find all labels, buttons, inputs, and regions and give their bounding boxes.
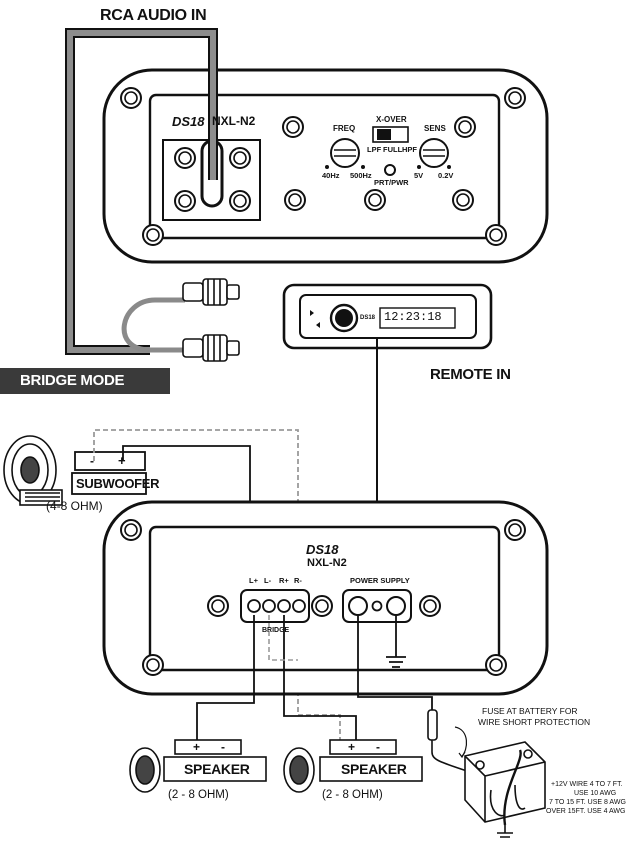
xover-label: X-OVER	[376, 115, 407, 124]
speaker-ohm-label: (2 - 8 OHM)	[322, 789, 383, 801]
screw-icon	[485, 654, 507, 676]
terminal-label: L-	[264, 576, 272, 585]
subwoofer-label: SUBWOOFER	[76, 476, 160, 491]
bridge-mode-banner	[0, 368, 170, 394]
wire-note: USE 10 AWG	[574, 790, 617, 797]
terminal-label: R+	[279, 576, 289, 585]
screw-icon	[142, 654, 164, 676]
rca-jack-icon	[174, 147, 196, 169]
screw-icon	[120, 519, 142, 541]
xover-switch-icon	[372, 126, 409, 143]
freq-label: FREQ	[333, 124, 356, 133]
amplifier-icon-top	[102, 68, 549, 264]
screw-icon	[282, 116, 304, 138]
screw-icon	[419, 595, 441, 617]
rca-jack-icon	[174, 190, 196, 212]
battery-icon	[464, 741, 546, 838]
subwoofer-label-box	[71, 472, 147, 495]
head-unit-brand: DS18	[360, 315, 376, 321]
fuse-note: FUSE AT BATTERY FOR	[482, 706, 578, 716]
screw-icon	[284, 189, 306, 211]
sens-label: SENS	[424, 124, 446, 133]
remote-in-label: REMOTE IN	[430, 366, 511, 383]
xover-hpf-label: HPF	[402, 145, 417, 154]
speaker-icon	[283, 739, 423, 793]
head-unit-icon	[282, 283, 493, 350]
brand-logo-bottom: DS18	[306, 542, 339, 557]
terminal-label: L+	[249, 576, 258, 585]
screw-icon	[207, 595, 229, 617]
screw-icon	[485, 224, 507, 246]
brand-logo: DS18	[172, 114, 205, 129]
subwoofer-plus-label: +	[118, 453, 126, 468]
prt-pwr-label: PRT/PWR	[374, 178, 409, 187]
screw-icon	[504, 519, 526, 541]
speaker-minus-label: -	[376, 740, 380, 754]
screw-icon	[364, 189, 386, 211]
screw-icon	[452, 189, 474, 211]
sens-min-label: 5V	[414, 171, 424, 180]
rca-audio-in-label: RCA AUDIO IN	[100, 7, 207, 24]
screw-icon	[142, 224, 164, 246]
freq-min-label: 40Hz	[322, 171, 340, 180]
freq-knob-icon	[325, 138, 365, 169]
terminal-label: R-	[294, 576, 302, 585]
wire-note: +12V WIRE 4 TO 7 FT.	[551, 781, 623, 788]
model-label-bottom: NXL-N2	[307, 557, 347, 569]
sens-max-label: 0.2V	[438, 171, 454, 180]
xover-lpf-label: LPF	[367, 145, 382, 154]
power-supply-label: POWER SUPPLY	[350, 576, 410, 585]
rca-cable	[65, 28, 218, 355]
bridge-mode-label: BRIDGE MODE	[20, 372, 125, 389]
speaker-label: SPEAKER	[184, 761, 250, 777]
rca-jack-icon	[229, 147, 251, 169]
rca-jack-icon	[229, 190, 251, 212]
subwoofer-minus-label: -	[90, 454, 94, 468]
subwoofer-icon	[3, 435, 63, 506]
speaker-plus-label: +	[193, 740, 201, 754]
ground-icon	[386, 615, 406, 668]
wire-note: OVER 15FT. USE 4 AWG	[546, 808, 626, 815]
fuse-icon	[427, 709, 471, 773]
model-label: NXL-N2	[212, 114, 256, 128]
xover-full-label: FULL	[383, 145, 403, 154]
speaker-plus-label: +	[348, 740, 356, 754]
wire-note: 7 TO 15 FT. USE 8 AWG	[549, 799, 626, 806]
screw-icon	[454, 116, 476, 138]
subwoofer-ohm-label: (4-8 OHM)	[46, 499, 103, 513]
fuse-note: WIRE SHORT PROTECTION	[478, 717, 591, 727]
sens-knob-icon	[417, 138, 451, 169]
speaker-ohm-label: (2 - 8 OHM)	[168, 789, 229, 801]
subwoofer-terminal-icon	[74, 451, 146, 471]
screw-icon	[311, 595, 333, 617]
speaker-label: SPEAKER	[341, 761, 407, 777]
screw-icon	[120, 87, 142, 109]
speaker-icon	[129, 739, 267, 793]
freq-max-label: 500Hz	[350, 171, 372, 180]
amplifier-icon-bottom	[102, 500, 549, 696]
bridge-label: BRIDGE	[262, 627, 290, 634]
prt-pwr-led-icon	[384, 164, 396, 176]
screw-icon	[504, 87, 526, 109]
rca-plug-icon	[182, 278, 240, 362]
speaker-minus-label: -	[221, 740, 225, 754]
head-unit-display: 12:23:18	[384, 310, 442, 324]
